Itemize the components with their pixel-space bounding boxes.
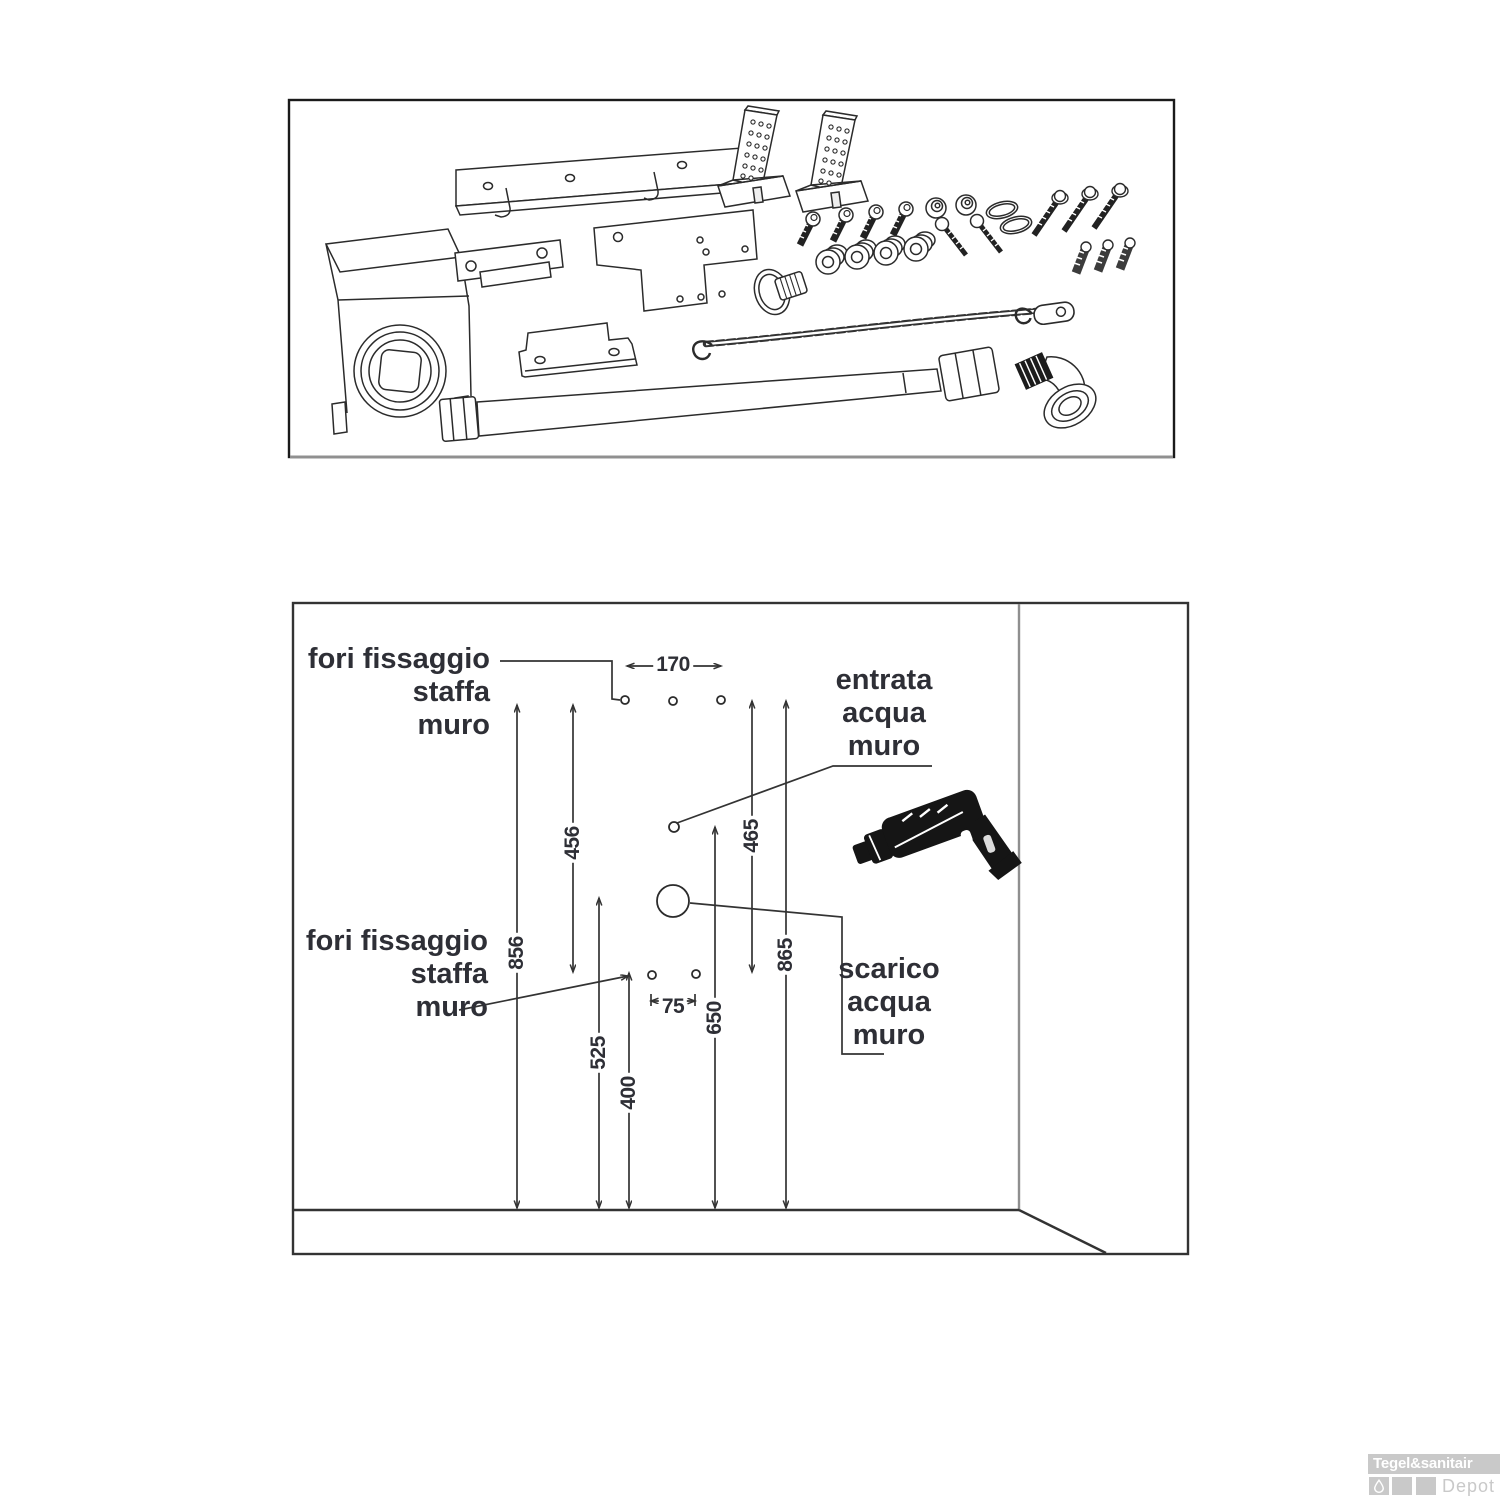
label-fori-fissaggio-bottom: fori fissaggio staffa muro (305, 925, 488, 1023)
top-panel-parts-kit (287, 98, 1176, 459)
flush-cone-fitting-drawing (753, 268, 808, 316)
watermark-sub: Depot (1442, 1476, 1496, 1496)
water-drain-hole (656, 884, 690, 918)
leader-lines (458, 660, 932, 1055)
floor-corner-diagonal (1018, 1208, 1107, 1255)
latch-plate-drawing (454, 239, 564, 288)
dim-170: 170 (653, 653, 693, 677)
mounting-holes (620, 695, 726, 980)
dim-525: 525 (587, 1033, 611, 1073)
dim-400: 400 (617, 1073, 641, 1113)
small-bracket-drawing (518, 322, 638, 378)
watermark-square-3 (1416, 1477, 1436, 1495)
dim-856: 856 (505, 933, 529, 973)
wall-rail-bracket-drawing (454, 147, 748, 218)
leader-entrata (676, 765, 932, 824)
dim-650: 650 (703, 998, 727, 1038)
watermark-square-2 (1392, 1477, 1412, 1495)
label-entrata-acqua-muro: entrata acqua muro (835, 664, 933, 762)
dim-465: 465 (740, 816, 764, 856)
flush-valve-body-drawing (324, 228, 472, 435)
leader-fori-bottom (458, 976, 628, 1011)
leader-scarico (689, 902, 884, 1055)
flexible-hose-drawing (438, 346, 1000, 442)
chain-drawing (692, 301, 1075, 361)
dim-865: 865 (774, 935, 798, 975)
o-rings-drawing (985, 200, 1033, 235)
watermark-square-1 (1369, 1477, 1389, 1495)
label-scarico-acqua-muro: scarico acqua muro (838, 953, 940, 1051)
bottom-panel-border (291, 601, 1190, 1256)
label-fori-fissaggio-top: fori fissaggio staffa muro (307, 643, 490, 741)
bottom-panel-installation (291, 601, 1190, 1256)
drill-icon (852, 789, 1022, 880)
mounting-plate-drawing (593, 209, 758, 312)
water-inlet-hole (668, 821, 680, 833)
elbow-fitting-drawing (1014, 352, 1097, 429)
watermark-brand: Tegel&sanitair (1368, 1454, 1500, 1474)
leader-fori-top (500, 660, 621, 701)
dim-456: 456 (561, 823, 585, 863)
water-drop-icon (1374, 1479, 1384, 1493)
dim-75: 75 (658, 995, 688, 1019)
